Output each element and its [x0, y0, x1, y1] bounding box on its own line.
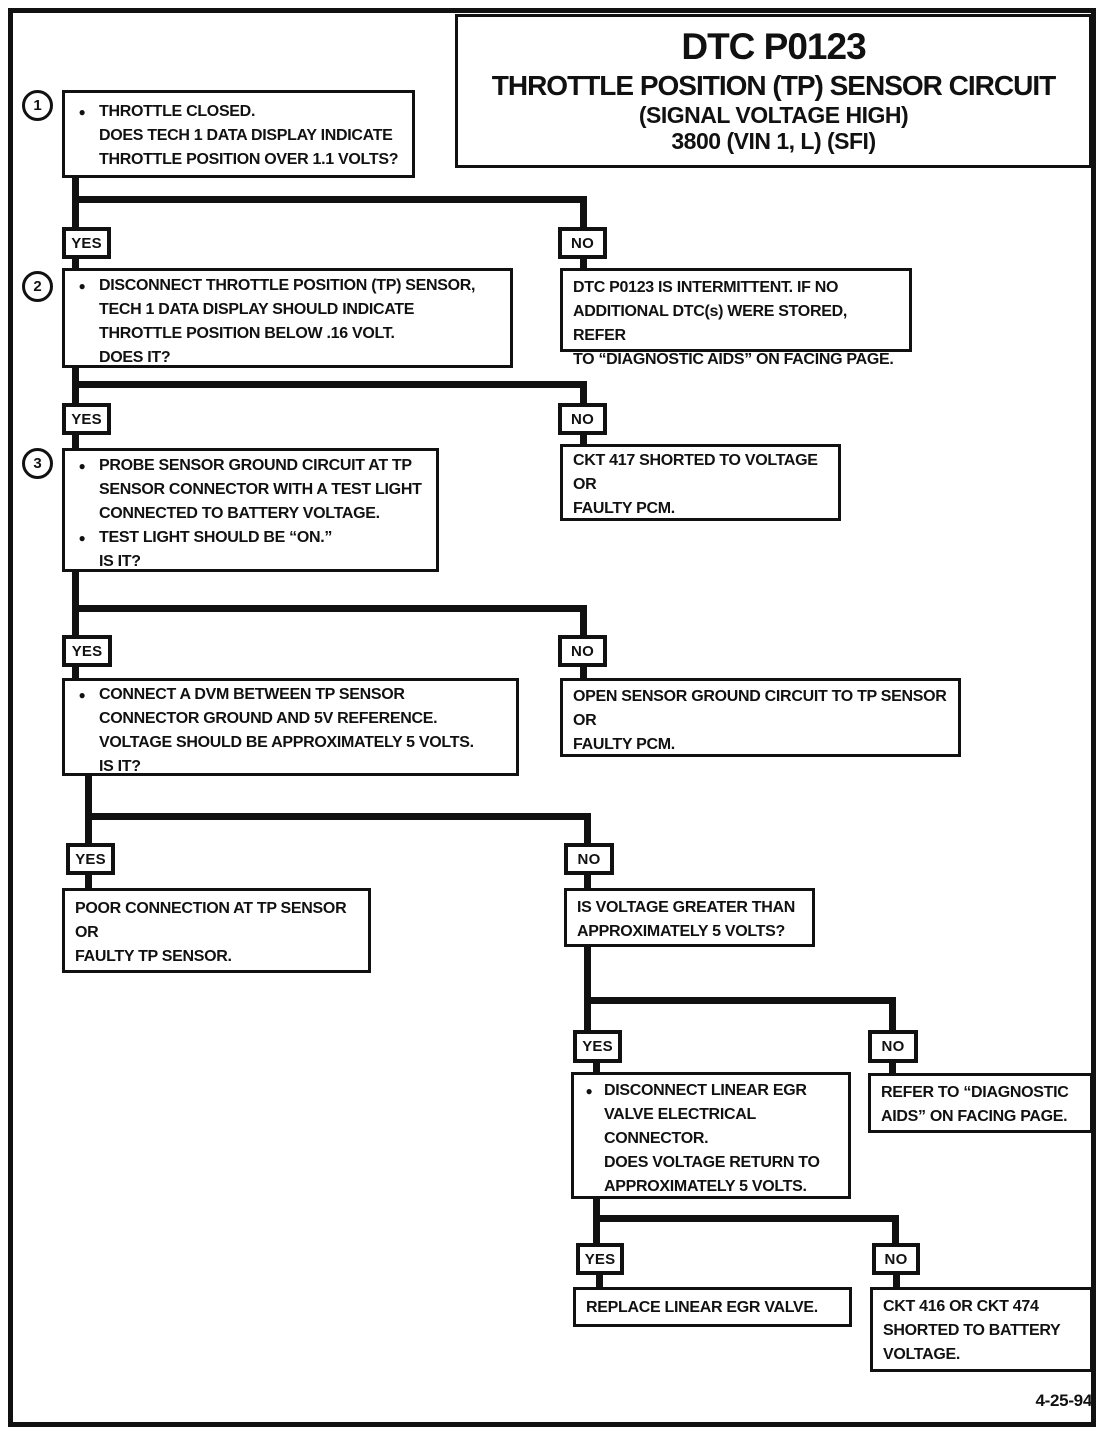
result-open-ground: OPEN SENSOR GROUND CIRCUIT TO TP SENSOR … — [560, 678, 961, 757]
title-circuit-name: THROTTLE POSITION (TP) SENSOR CIRCUIT — [491, 70, 1056, 101]
connector — [584, 875, 591, 888]
page-border — [8, 8, 1096, 1427]
title-engine: 3800 (VIN 1, L) (SFI) — [671, 128, 876, 154]
branch-yes-level6: YES — [573, 1030, 622, 1063]
result-ckt417: CKT 417 SHORTED TO VOLTAGE OR FAULTY PCM… — [560, 444, 841, 521]
step4-item: ● CONNECT A DVM BETWEEN TP SENSOR CONNEC… — [65, 683, 510, 779]
connector — [580, 434, 587, 444]
title-box: DTC P0123 THROTTLE POSITION (TP) SENSOR … — [455, 14, 1092, 168]
branch-no-level6: NO — [868, 1030, 918, 1063]
branch-yes-level3: YES — [62, 403, 111, 435]
connector — [889, 1063, 896, 1073]
bullet-icon: ● — [78, 531, 86, 545]
connector — [580, 667, 587, 678]
connector — [85, 875, 92, 888]
result-intermittent: DTC P0123 IS INTERMITTENT. IF NO ADDITIO… — [560, 268, 912, 368]
result-refer-aids: REFER TO “DIAGNOSTIC AIDS” ON FACING PAG… — [868, 1073, 1093, 1133]
revision-date: 4-25-94 — [1035, 1391, 1093, 1410]
step-number-3: 3 — [22, 448, 53, 479]
question-voltage-greater: IS VOLTAGE GREATER THAN APPROXIMATELY 5 … — [564, 888, 815, 947]
connector — [596, 1275, 603, 1287]
connector — [593, 1063, 600, 1072]
connector — [72, 258, 79, 269]
connector — [85, 813, 591, 820]
step2-item: ● DISCONNECT THROTTLE POSITION (TP) SENS… — [65, 274, 504, 370]
step4-text: CONNECT A DVM BETWEEN TP SENSOR CONNECTO… — [99, 686, 474, 775]
step3-box: ● PROBE SENSOR GROUND CIRCUIT AT TP SENS… — [62, 448, 439, 572]
step1-item: ● THROTTLE CLOSED. DOES TECH 1 DATA DISP… — [65, 100, 406, 172]
branch-yes-level4: YES — [62, 635, 112, 667]
bullet-icon: ● — [585, 1084, 593, 1098]
step-egr-item: ● DISCONNECT LINEAR EGR VALVE ELECTRICAL… — [574, 1079, 842, 1199]
step1-text: THROTTLE CLOSED. DOES TECH 1 DATA DISPLA… — [99, 103, 399, 168]
connector — [72, 667, 79, 678]
connector — [580, 203, 587, 227]
branch-no-level3: NO — [558, 403, 607, 435]
connector — [72, 196, 587, 203]
branch-yes-level7: YES — [576, 1243, 624, 1275]
step1-box: ● THROTTLE CLOSED. DOES TECH 1 DATA DISP… — [62, 90, 415, 178]
branch-yes-level2: YES — [62, 227, 111, 259]
title-condition: (SIGNAL VOLTAGE HIGH) — [638, 102, 909, 128]
result-poor-connection: POOR CONNECTION AT TP SENSOR OR FAULTY T… — [62, 888, 371, 973]
result-ckt416: CKT 416 OR CKT 474 SHORTED TO BATTERY VO… — [870, 1287, 1093, 1372]
connector — [889, 1004, 896, 1030]
connector — [72, 434, 79, 448]
branch-yes-level5: YES — [66, 843, 115, 875]
result-replace-egr: REPLACE LINEAR EGR VALVE. — [573, 1287, 852, 1327]
connector — [593, 1215, 899, 1222]
connector — [893, 1275, 900, 1287]
step3-text-1: PROBE SENSOR GROUND CIRCUIT AT TP SENSOR… — [99, 457, 422, 522]
branch-no-level5: NO — [564, 843, 614, 875]
connector — [580, 258, 587, 269]
step-number-1: 1 — [22, 90, 53, 121]
connector — [72, 381, 587, 388]
bullet-icon: ● — [78, 105, 86, 119]
step3-text-2: TEST LIGHT SHOULD BE “ON.” IS IT? — [99, 529, 333, 570]
step3-item-2: ● TEST LIGHT SHOULD BE “ON.” IS IT? — [65, 526, 430, 574]
step2-text: DISCONNECT THROTTLE POSITION (TP) SENSOR… — [99, 277, 476, 366]
step-egr-box: ● DISCONNECT LINEAR EGR VALVE ELECTRICAL… — [571, 1072, 851, 1199]
connector — [580, 388, 587, 403]
step3-item-1: ● PROBE SENSOR GROUND CIRCUIT AT TP SENS… — [65, 454, 430, 526]
dtc-code-title: DTC P0123 — [681, 26, 866, 67]
branch-no-level7: NO — [872, 1243, 920, 1275]
bullet-icon: ● — [78, 459, 86, 473]
bullet-icon: ● — [78, 279, 86, 293]
branch-no-level2: NO — [558, 227, 607, 259]
connector — [584, 997, 896, 1004]
connector — [72, 605, 587, 612]
step-egr-text: DISCONNECT LINEAR EGR VALVE ELECTRICAL C… — [604, 1082, 820, 1195]
connector — [85, 776, 92, 843]
connector — [584, 820, 591, 843]
step2-box: ● DISCONNECT THROTTLE POSITION (TP) SENS… — [62, 268, 513, 368]
branch-no-level4: NO — [558, 635, 607, 667]
step4-box: ● CONNECT A DVM BETWEEN TP SENSOR CONNEC… — [62, 678, 519, 776]
connector — [72, 572, 79, 635]
connector — [584, 947, 591, 1030]
connector — [580, 612, 587, 635]
connector — [892, 1222, 899, 1243]
step-number-2: 2 — [22, 271, 53, 302]
bullet-icon: ● — [78, 688, 86, 702]
